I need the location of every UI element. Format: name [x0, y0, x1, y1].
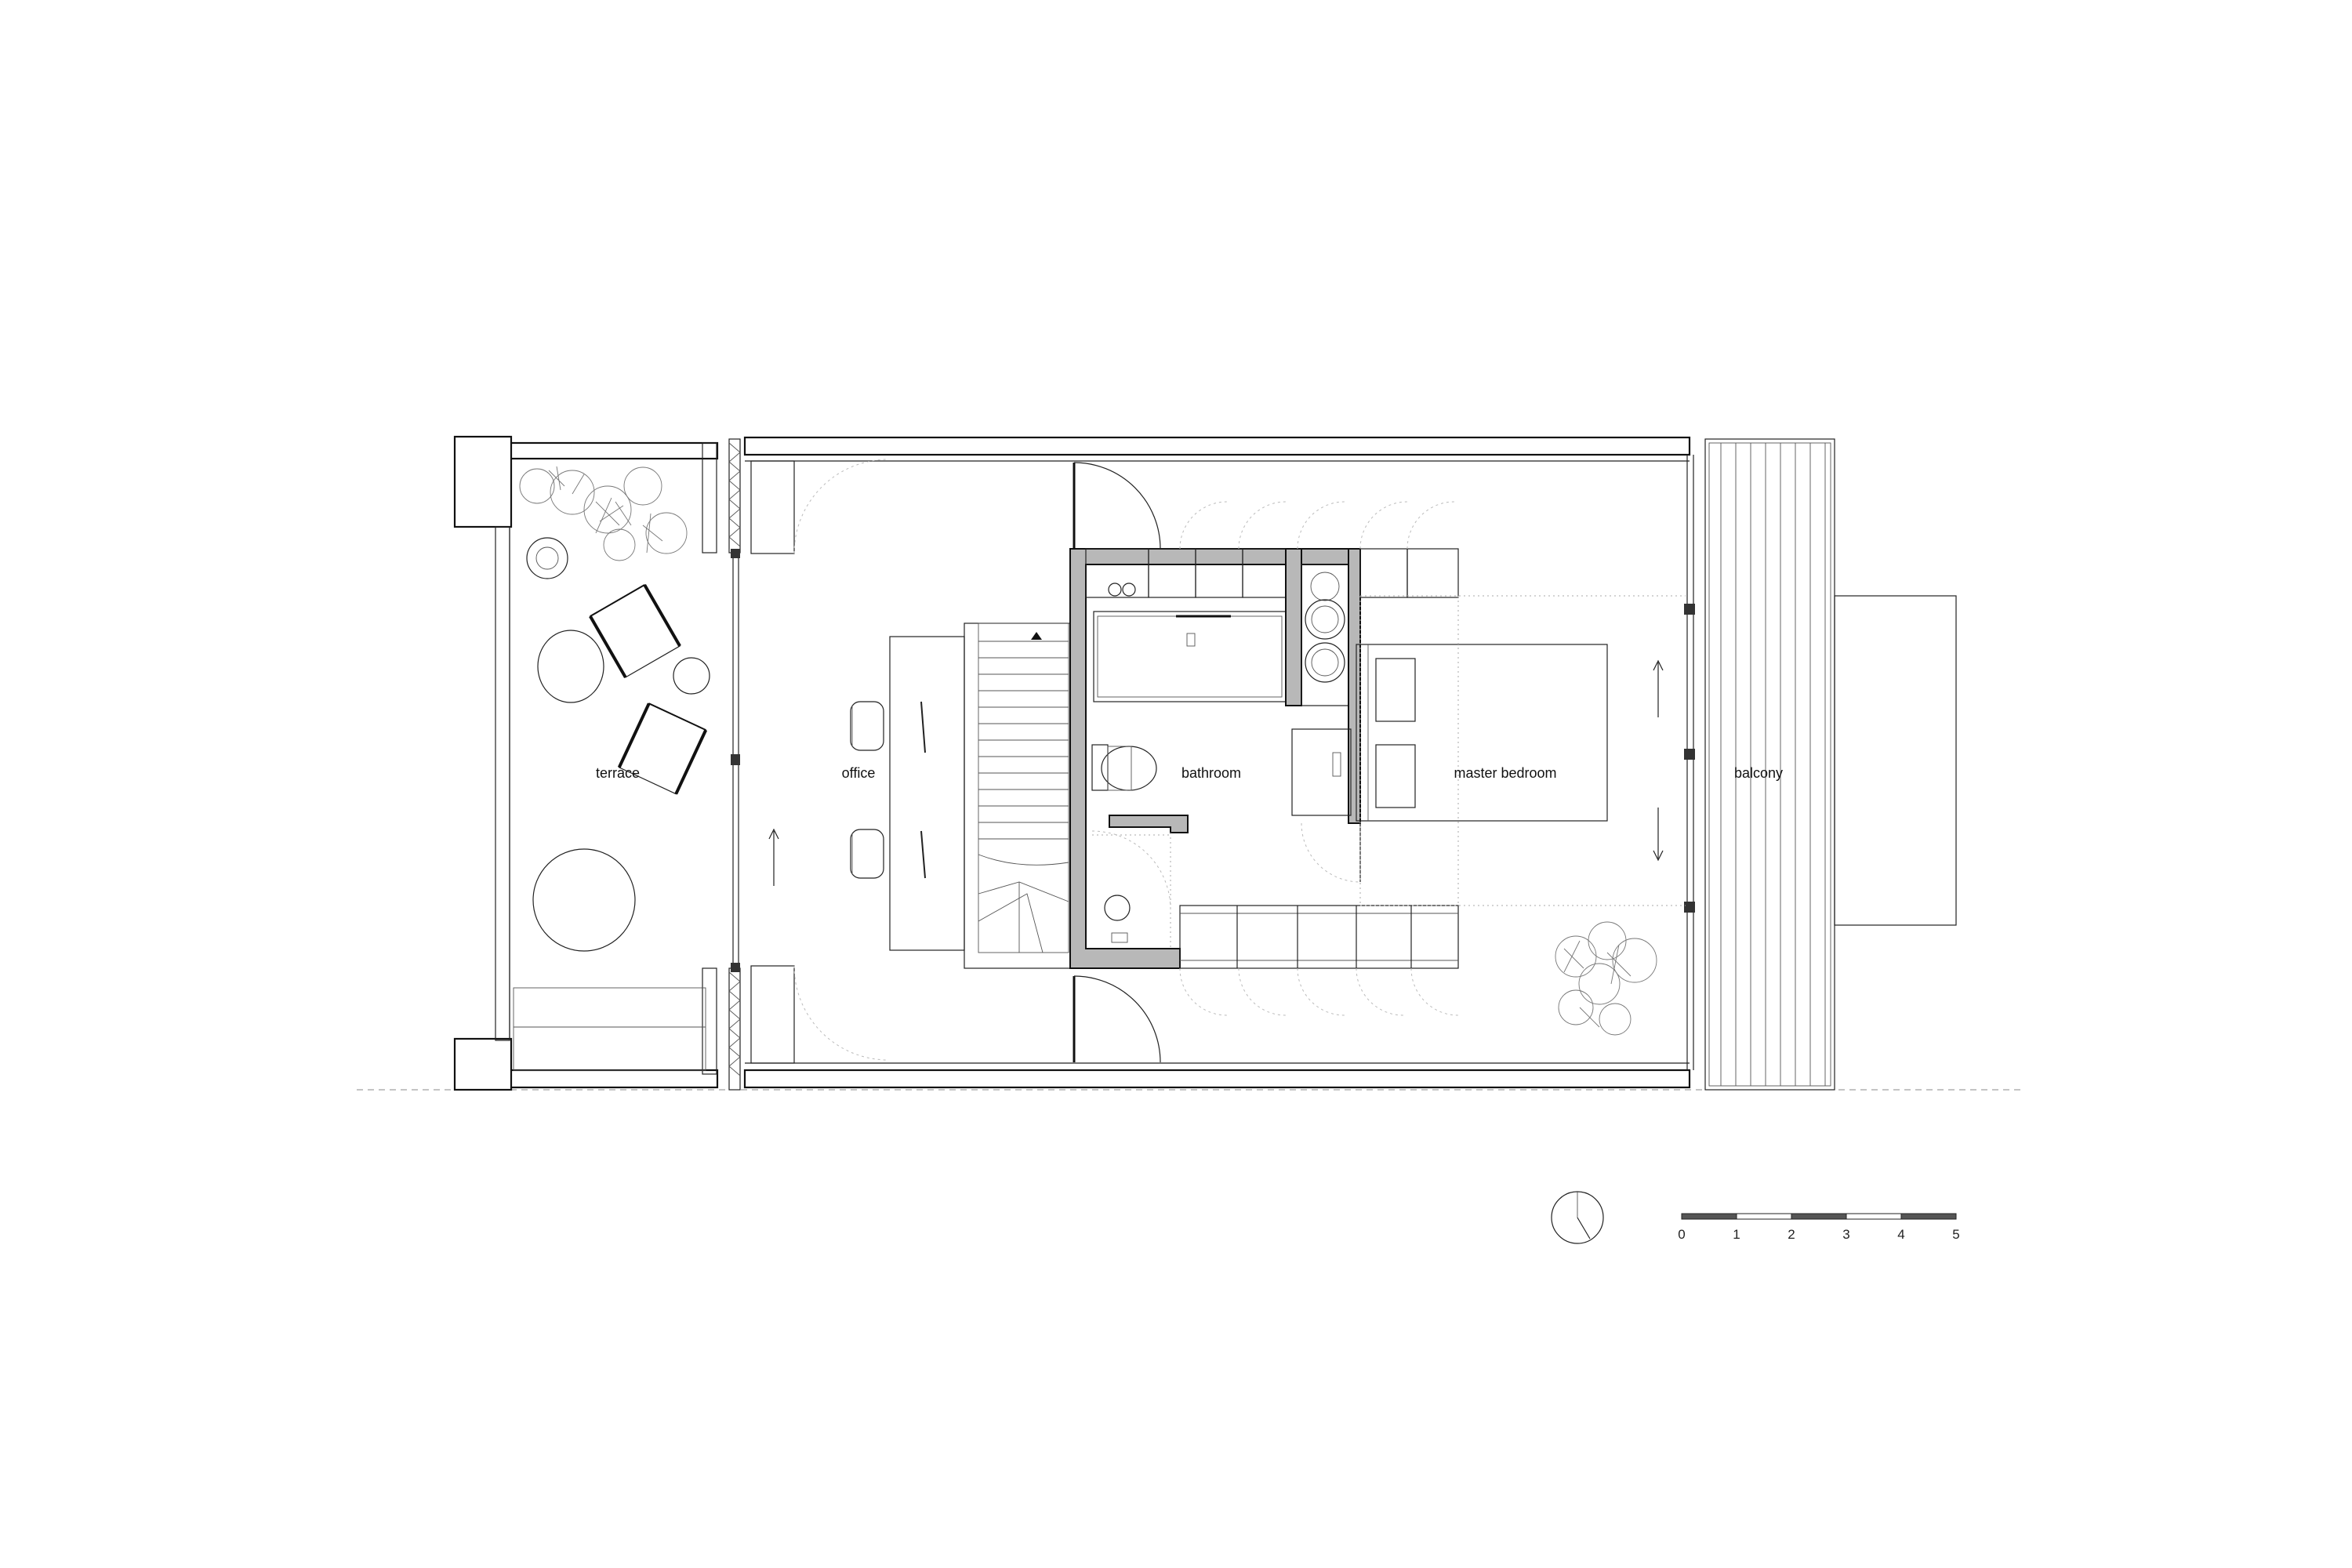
door-swing: [1356, 967, 1404, 1016]
scale-bar: 0 1 2 3 4 5: [1678, 1213, 1960, 1242]
round-table-icon: [532, 848, 636, 952]
bed-icon: [1356, 644, 1608, 822]
pillow-icon: [1375, 744, 1416, 808]
north-arrow-icon: [1551, 1191, 1604, 1244]
toilet-icon: [1091, 744, 1157, 791]
door-swing: [1297, 967, 1345, 1016]
office-area: [768, 636, 965, 951]
side-table-icon: [673, 657, 710, 695]
door-swing: [1238, 501, 1287, 550]
shower-icon: [1091, 830, 1171, 949]
balcony-rug-icon: [1834, 595, 1957, 926]
scale-tick: 1: [1733, 1227, 1740, 1242]
arrow-down-icon: [1653, 808, 1664, 862]
lounge-chair-icon: [617, 702, 708, 795]
room-label-balcony: balcony: [1734, 765, 1783, 781]
chair-icon: [850, 701, 884, 751]
plant-icon: [519, 466, 688, 561]
side-table-icon: [526, 537, 568, 579]
plant-icon: [1555, 921, 1657, 1036]
room-label-master-bedroom: master bedroom: [1454, 765, 1556, 781]
wardrobes: [1179, 501, 1459, 1016]
pillow-icon: [1375, 658, 1416, 722]
door-swing: [1297, 501, 1345, 550]
stair-direction-icon: [1031, 632, 1042, 640]
door-swing: [1410, 967, 1459, 1016]
door-bottom: [1073, 975, 1161, 1063]
scale-tick: 2: [1788, 1227, 1795, 1242]
stool-icon: [537, 630, 604, 703]
master-bedroom-area: [1356, 595, 1686, 1036]
sink-icon: [1291, 728, 1352, 816]
room-label-bathroom: bathroom: [1181, 765, 1241, 781]
building-shell: [743, 436, 1695, 1089]
washer-icon: [1301, 564, 1349, 706]
arrow-up-icon: [768, 828, 779, 886]
desk-icon: [889, 636, 965, 951]
glass-facade: [728, 438, 741, 1091]
chair-icon: [850, 829, 884, 879]
lounge-chair-icon: [589, 584, 681, 678]
scale-tick: 5: [1952, 1227, 1959, 1242]
bathtub-icon: [1093, 611, 1287, 702]
scale-tick: 0: [1678, 1227, 1685, 1242]
bathroom-core: [1069, 548, 1361, 969]
room-label-terrace: terrace: [596, 765, 640, 781]
arrow-up-icon: [1653, 659, 1664, 717]
door-top: [1073, 462, 1161, 550]
staircase: [964, 622, 1075, 969]
door-swing: [1238, 967, 1287, 1016]
door-swing: [1179, 967, 1228, 1016]
balcony-area: [1704, 438, 1957, 1091]
door-swing: [1406, 501, 1455, 550]
room-label-office: office: [842, 765, 876, 781]
terrace-area: [453, 435, 719, 1091]
door-swing: [1179, 501, 1228, 550]
door-swing: [1359, 501, 1408, 550]
scale-tick: 4: [1897, 1227, 1904, 1242]
scale-tick: 3: [1842, 1227, 1849, 1242]
